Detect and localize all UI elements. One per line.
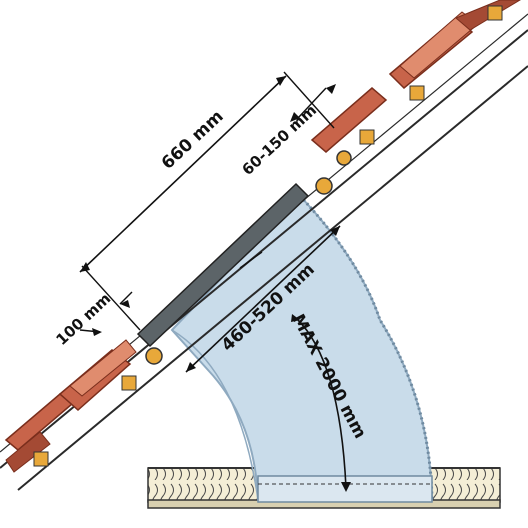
dome-flashing [136,150,352,365]
label-60-150: 60-150 mm [238,101,320,179]
dome-icon [136,182,310,348]
arrow-icon [80,262,90,272]
dimension-100: 100 mm [52,290,133,349]
label-660: 660 mm [158,107,228,174]
label-100: 100 mm [52,290,114,349]
batten-icon [33,451,49,467]
roof-tiles-lower [4,339,137,473]
roof-tiles-upper [310,0,521,153]
